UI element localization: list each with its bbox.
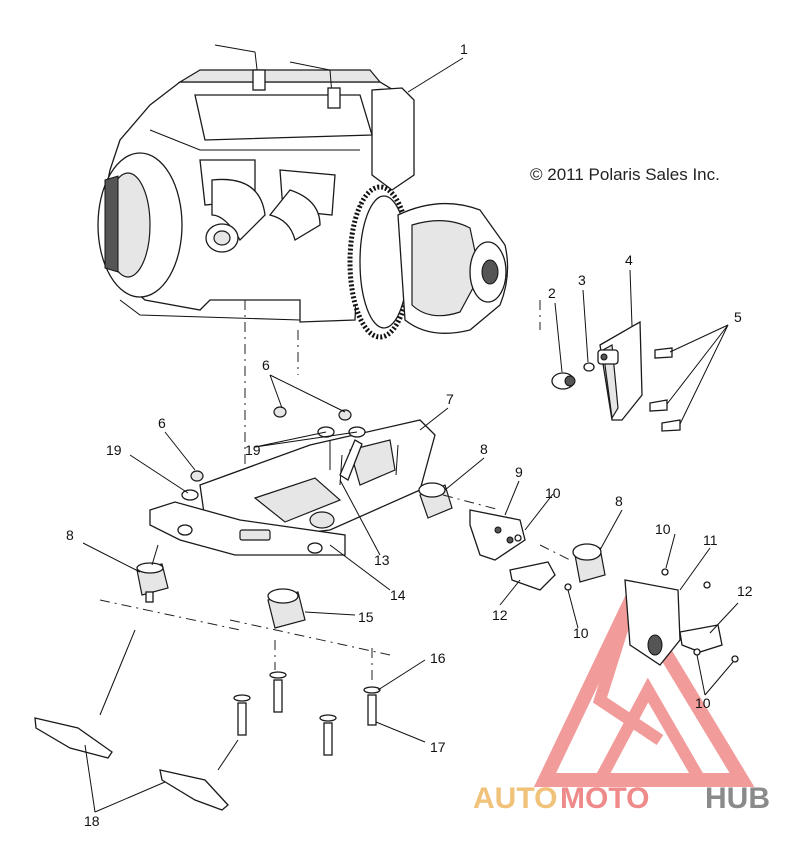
- leader-lines: [82, 57, 739, 813]
- callout-5: 5: [734, 309, 742, 325]
- callout-16: 16: [430, 650, 446, 666]
- callout-13: 13: [374, 552, 390, 568]
- callout-19a: 19: [106, 442, 122, 458]
- callout-10b: 10: [655, 521, 671, 537]
- isolator-8-mid: [418, 482, 453, 519]
- part-2-3: [551, 362, 595, 390]
- callout-17: 17: [430, 739, 446, 755]
- callout-10d: 10: [695, 695, 711, 711]
- copyright-notice: © 2011 Polaris Sales Inc.: [530, 165, 720, 184]
- callout-18: 18: [84, 813, 100, 829]
- callout-6b: 6: [158, 415, 166, 431]
- skid-plates-18: [34, 717, 229, 811]
- callout-6a: 6: [262, 357, 270, 373]
- nuts-washers: [181, 406, 366, 501]
- engine-assembly: [97, 44, 509, 340]
- watermark-logo: [533, 583, 755, 787]
- mount-bracket-4: [597, 320, 643, 421]
- callout-19b: 19: [245, 442, 261, 458]
- callout-7: 7: [446, 391, 454, 407]
- callout-11: 11: [703, 532, 718, 548]
- callout-4: 4: [625, 252, 633, 268]
- callout-8c: 8: [66, 527, 74, 543]
- callout-1: 1: [460, 41, 468, 57]
- bolts-16-17: [233, 671, 381, 756]
- watermark-hub: HUB: [705, 782, 770, 815]
- watermark-moto: MOTO: [560, 782, 649, 815]
- mount-plate-7: [149, 419, 436, 556]
- bracket-11: [624, 579, 681, 666]
- isolator-8-left: [136, 544, 169, 603]
- bolts-5: [649, 347, 681, 432]
- callout-12a: 12: [492, 607, 508, 623]
- callout-15: 15: [358, 609, 374, 625]
- callout-10c: 10: [573, 625, 589, 641]
- callout-2: 2: [548, 285, 556, 301]
- callout-9: 9: [515, 464, 523, 480]
- callout-10a: 10: [545, 485, 561, 501]
- isolator-15: [267, 588, 306, 629]
- callout-labels: 1 2 3 4 5 6 6 7 8 8 8 9 10 10 10 10 11 1…: [66, 41, 753, 829]
- callout-14: 14: [390, 587, 406, 603]
- callout-8b: 8: [615, 493, 623, 509]
- callout-3: 3: [578, 272, 586, 288]
- isolator-8-right: [572, 543, 606, 583]
- callout-12b: 12: [737, 583, 753, 599]
- watermark-text: AUTO MOTO HUB: [473, 782, 770, 815]
- watermark-auto: AUTO: [473, 782, 557, 815]
- callout-8a: 8: [480, 441, 488, 457]
- bracket-9: [469, 509, 526, 561]
